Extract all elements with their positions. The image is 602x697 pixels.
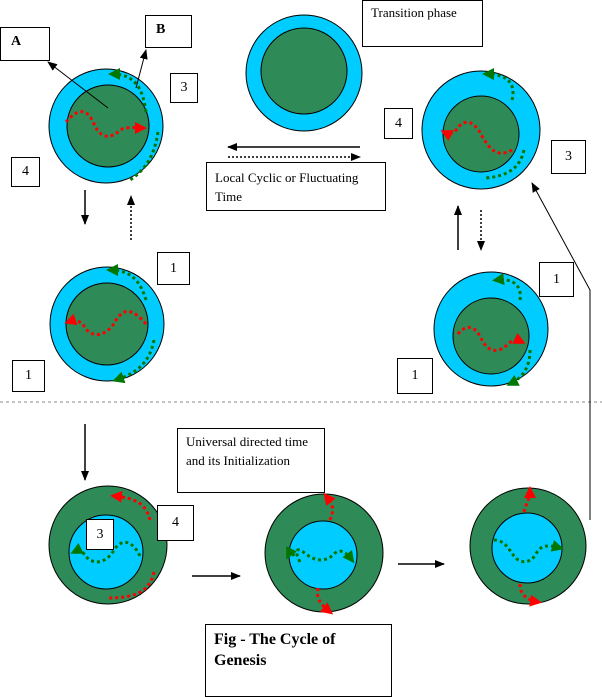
green-wave-arrow (70, 540, 142, 564)
red-arc-arrow (518, 583, 542, 607)
red-wave-arrow (456, 326, 526, 352)
number-box: 4 (157, 505, 194, 541)
number-box: 4 (384, 108, 413, 139)
circle-transition (245, 14, 363, 132)
number-box: 4 (11, 157, 40, 187)
red-arc-arrow (316, 587, 334, 615)
pointer-arrow-b (135, 49, 148, 89)
green-arc-arrow (506, 349, 532, 386)
red-wave-arrow (440, 120, 513, 155)
circle-top-right (421, 68, 541, 190)
label-universal-time: Universal directed time and its Initiali… (177, 428, 325, 493)
green-wave-arrow (493, 538, 564, 564)
flow-arrow-return (531, 182, 591, 520)
label-b: B (145, 15, 192, 48)
number-box: 3 (86, 519, 114, 550)
red-arc-arrow (522, 486, 536, 513)
number-box: 1 (12, 360, 45, 392)
label-local-time: Local Cyclic or Fluctuating Time (206, 162, 386, 211)
figure-title: Fig - The Cycle of Genesis (205, 624, 392, 697)
circle-bottom-right (469, 486, 587, 607)
circle-top-left (48, 68, 164, 184)
number-box: 1 (397, 358, 433, 394)
number-box: 1 (157, 252, 190, 285)
green-arc-arrow (106, 264, 148, 301)
label-transition-phase: Transition phase (362, 0, 483, 47)
circle-mid-right (433, 271, 549, 387)
circle-mid-left (49, 264, 165, 384)
number-box: 3 (170, 73, 198, 103)
red-wave-arrow (64, 110, 147, 138)
green-arc-arrow (482, 68, 515, 101)
circle-bottom-middle (264, 492, 384, 615)
number-box: 3 (551, 140, 586, 174)
red-arc-arrow (107, 571, 156, 600)
green-arc-arrow (286, 546, 297, 560)
pointer-arrow-a (47, 61, 109, 109)
number-box: 1 (539, 262, 574, 297)
red-arc-arrow (323, 492, 336, 521)
label-a: A (0, 27, 50, 61)
green-wave-arrow (295, 548, 355, 564)
